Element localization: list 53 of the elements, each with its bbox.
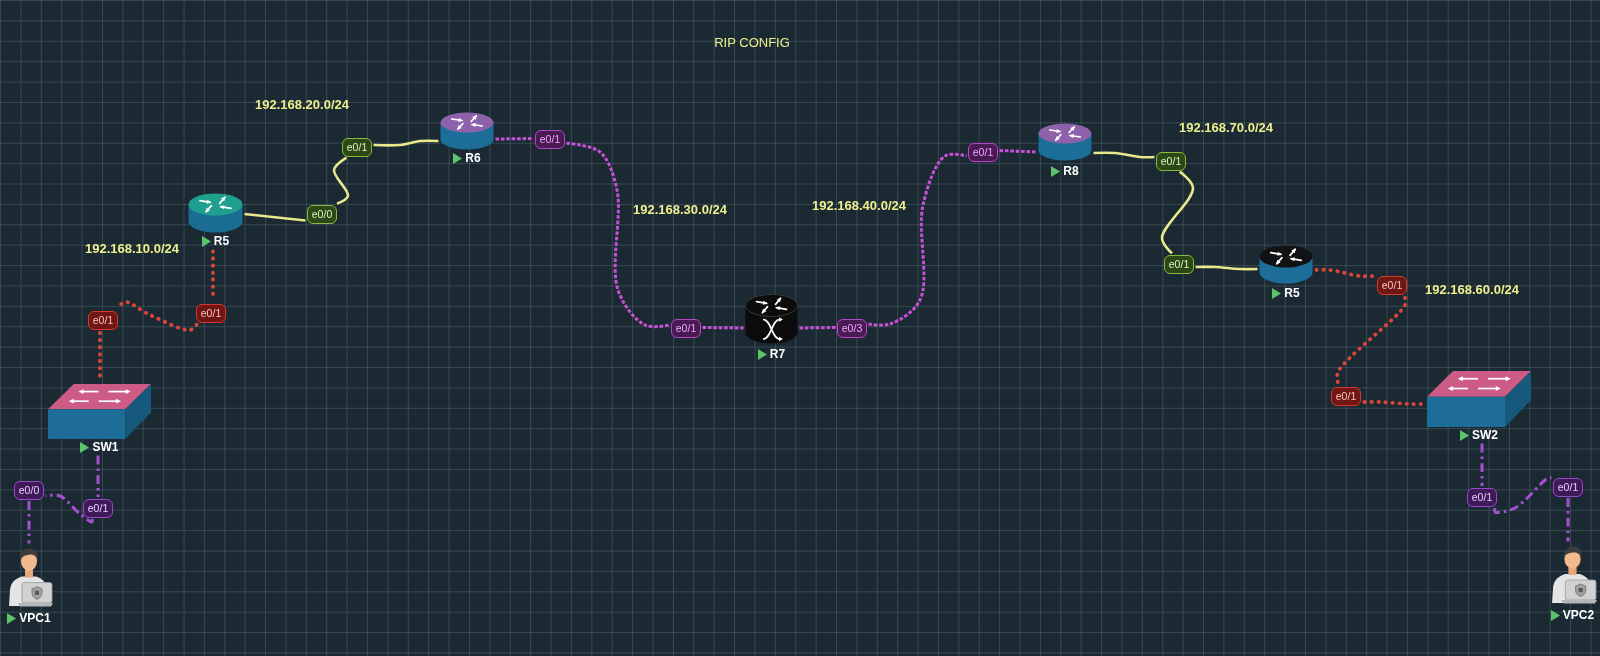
network-label: 192.168.20.0/24 <box>255 97 349 113</box>
interface-tag: e0/1 <box>1156 151 1186 171</box>
device-label: SW1 <box>92 440 119 454</box>
interface-tag: e0/1 <box>342 137 372 157</box>
network-label: 192.168.40.0/24 <box>812 198 906 214</box>
network-label: 192.168.10.0/24 <box>85 241 179 257</box>
device-label: R5 <box>213 234 230 248</box>
cable-line <box>1566 498 1570 542</box>
device-label: R8 <box>1063 164 1079 178</box>
interface-tag: e0/1 <box>196 303 226 323</box>
interface-tag: e0/1 <box>1331 386 1361 406</box>
cable-line <box>1335 296 1408 385</box>
cable-line <box>1195 265 1258 271</box>
network-label: 192.168.70.0/24 <box>1179 120 1273 136</box>
interface-tag: e0/1 <box>1553 477 1583 497</box>
cable-line <box>45 493 94 524</box>
interface-tag: e0/1 <box>968 142 998 162</box>
cable-line <box>1493 476 1552 514</box>
interface-tag: e0/1 <box>83 498 113 518</box>
cable-line <box>999 149 1037 154</box>
device-label: VPC1 <box>19 611 51 625</box>
cable-line <box>244 212 306 222</box>
cable-line <box>27 501 31 544</box>
diagram-title: RIP CONFIG <box>714 35 790 51</box>
cable-line <box>373 139 439 147</box>
cable-line <box>1362 400 1426 406</box>
cable-line <box>1480 443 1484 486</box>
device-label: SW2 <box>1472 428 1498 442</box>
cable-line <box>332 156 350 205</box>
interface-tag: e0/1 <box>671 318 701 338</box>
cable-line <box>96 455 100 497</box>
device-label: R6 <box>465 151 481 165</box>
device-label: VPC2 <box>1562 608 1595 622</box>
cable-line <box>702 326 744 330</box>
cable-line <box>868 152 967 327</box>
interface-tag: e0/0 <box>307 204 337 224</box>
interface-tag: e0/0 <box>14 480 44 500</box>
cable-line <box>566 141 670 329</box>
device-label: R5 <box>1284 286 1300 300</box>
device-label: R7 <box>769 347 786 361</box>
interface-tag: e0/1 <box>535 129 565 149</box>
cable-line <box>1093 151 1155 159</box>
interface-tag: e0/1 <box>1467 487 1497 507</box>
interface-tag: e0/3 <box>837 318 867 338</box>
cable-line <box>1314 267 1376 279</box>
network-label: 192.168.60.0/24 <box>1425 282 1519 298</box>
interface-tag: e0/1 <box>1164 254 1194 274</box>
cable-line <box>495 137 534 141</box>
network-label: 192.168.30.0/24 <box>633 202 727 218</box>
cable-line <box>1160 170 1195 255</box>
cable-line <box>799 326 836 330</box>
interface-tag: e0/1 <box>1377 275 1407 295</box>
interface-tag: e0/1 <box>88 310 118 330</box>
